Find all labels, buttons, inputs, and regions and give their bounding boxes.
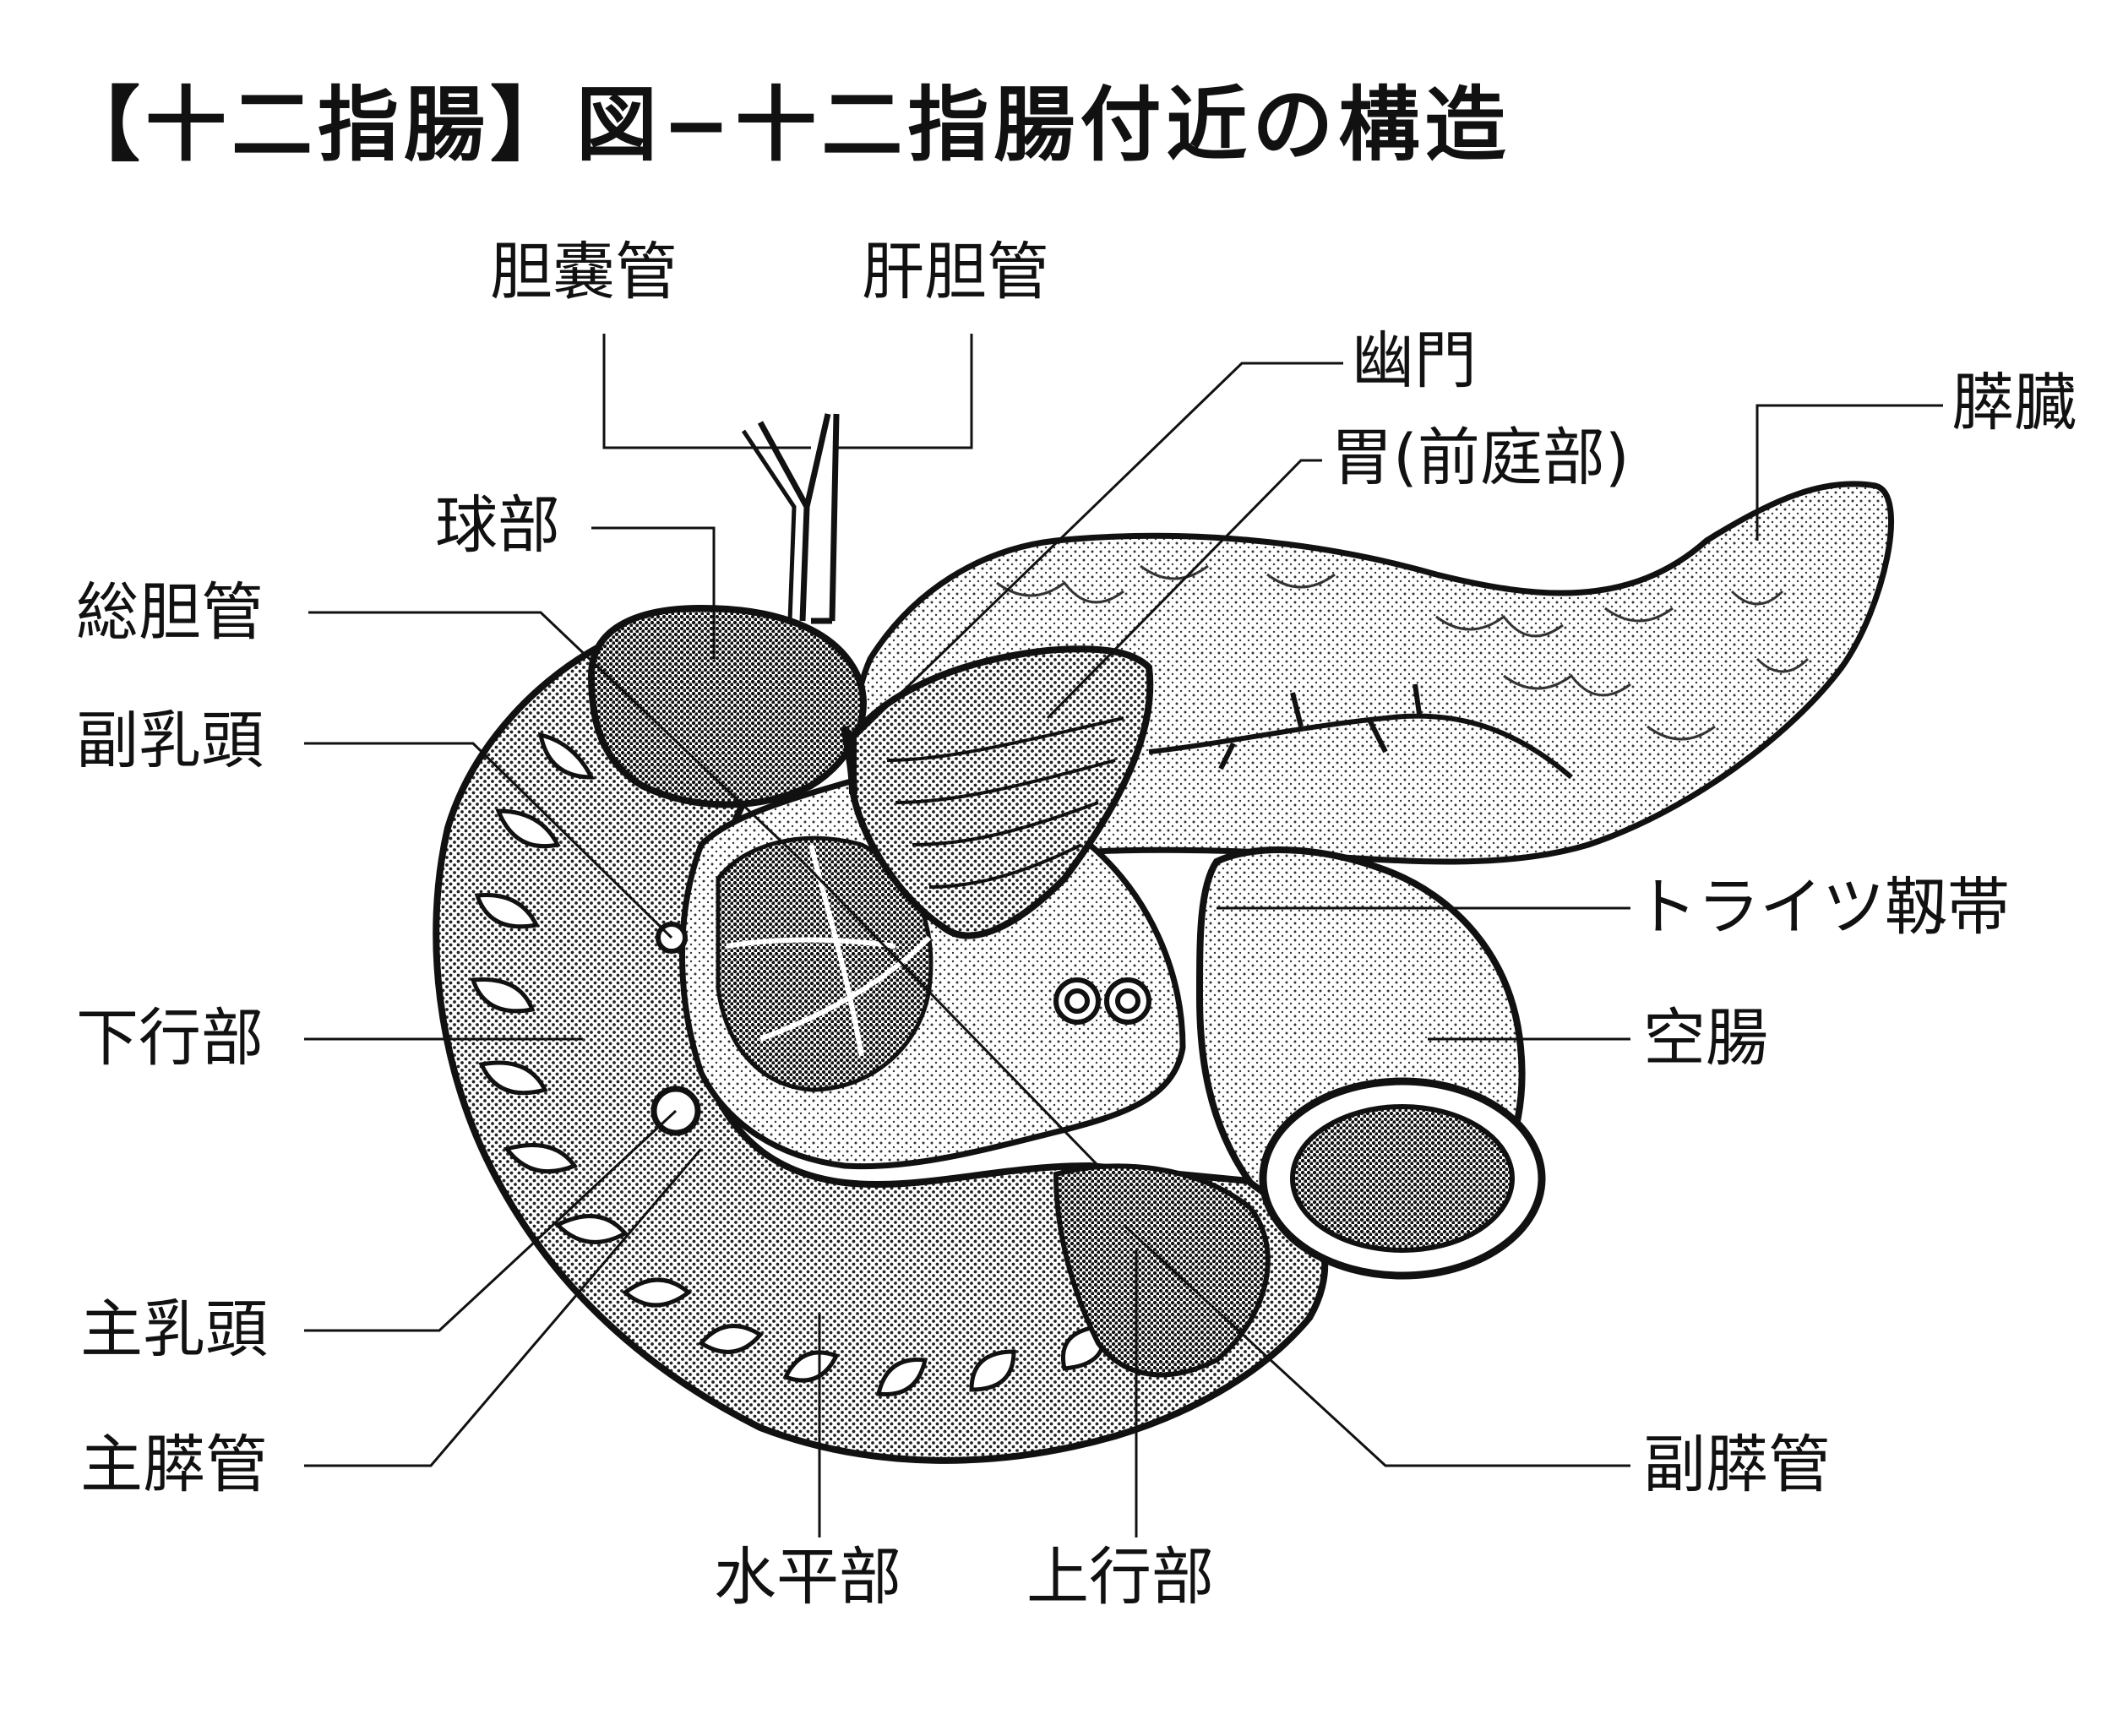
duodenal-bulb — [587, 604, 867, 808]
jejunum-lumen-inner — [1290, 1104, 1515, 1253]
label-accessory-pancreatic-duct: 副膵管 — [1643, 1429, 1831, 1501]
label-pancreas: 膵臓 — [1951, 367, 2077, 439]
label-pylorus: 幽門 — [1352, 324, 1477, 397]
label-major-papilla: 主乳頭 — [80, 1293, 268, 1366]
leader-lines — [304, 334, 1943, 1537]
duodenum-folds — [470, 732, 1185, 1396]
label-common-bile-duct: 総胆管 — [76, 576, 264, 649]
pancreatic-duct — [1148, 683, 1573, 780]
figure-title: 【十二指腸】図−十二指腸付近の構造 — [59, 78, 1511, 172]
label-gallbladder-duct: 胆嚢管 — [490, 236, 678, 308]
label-minor-papilla: 副乳頭 — [76, 705, 264, 777]
pylorus-ring — [841, 726, 857, 795]
label-treitz-ligament: トライツ靱帯 — [1635, 871, 2010, 944]
label-jejunum: 空腸 — [1643, 1002, 1768, 1075]
ascending-part-shade — [1053, 1163, 1271, 1378]
label-ascending-part: 上行部 — [1026, 1541, 1214, 1614]
stomach-folds — [886, 716, 1124, 889]
label-horizontal-part: 水平部 — [714, 1541, 901, 1614]
label-stomach-antrum: 胃(前庭部) — [1331, 422, 1630, 494]
label-main-pancreatic-duct: 主膵管 — [80, 1429, 268, 1501]
stomach-antrum — [850, 645, 1154, 939]
pancreas-lobules — [996, 564, 1810, 741]
label-bulb: 球部 — [435, 489, 560, 562]
pancreas-head — [716, 835, 934, 1092]
label-descending-part: 下行部 — [76, 1002, 264, 1075]
bile-ducts — [757, 413, 840, 624]
head-ducts — [726, 844, 932, 1057]
label-hepatic-duct: 肝胆管 — [862, 236, 1049, 308]
mesenteric-vessels — [1053, 977, 1151, 1025]
